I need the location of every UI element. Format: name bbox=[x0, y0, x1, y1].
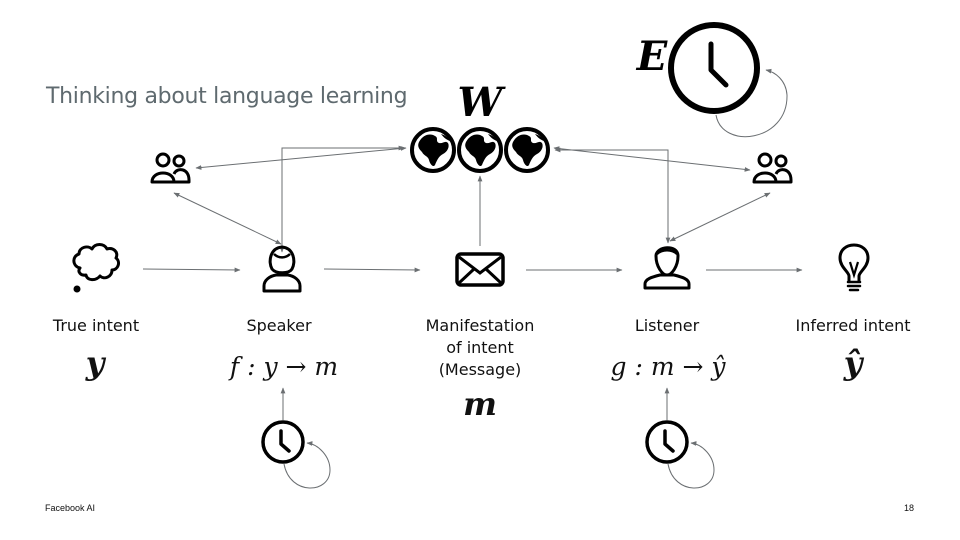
listener-label: Listener bbox=[634, 316, 700, 335]
slide-title: Thinking about language learning bbox=[46, 84, 408, 109]
message-label: Manifestation of intent (Message) bbox=[400, 315, 560, 381]
environment-clock-icon bbox=[668, 22, 760, 114]
speaker-community-icon bbox=[150, 152, 191, 184]
listener-clock-icon bbox=[645, 420, 689, 464]
page-number: 18 bbox=[904, 503, 915, 513]
environment-symbol: E bbox=[636, 33, 668, 80]
listener-self-loop-arrow bbox=[667, 441, 715, 489]
envelope-icon bbox=[455, 252, 505, 287]
globe-icon bbox=[457, 127, 503, 173]
message-label-line: of intent bbox=[446, 338, 514, 357]
speaker-label: Speaker bbox=[246, 316, 312, 335]
speaker-function: f : y → m bbox=[229, 352, 339, 381]
true-intent-label: True intent bbox=[52, 316, 140, 335]
environment-self-loop-arrow bbox=[715, 68, 788, 138]
thought-bubble-icon bbox=[72, 243, 121, 293]
listener-function: g : m → ŷ bbox=[610, 352, 726, 381]
true-intent-math: y bbox=[85, 344, 105, 382]
lightbulb-icon bbox=[838, 243, 870, 292]
message-label-line: Manifestation bbox=[425, 316, 535, 335]
speaker-clock-icon bbox=[261, 420, 305, 464]
globe-icon bbox=[504, 127, 550, 173]
speaker-person-icon bbox=[262, 245, 302, 293]
speaker-self-loop-arrow bbox=[283, 441, 331, 489]
globe-icon bbox=[410, 127, 456, 173]
connector-arrows bbox=[142, 145, 803, 420]
listener-person-icon bbox=[643, 246, 691, 290]
message-label-line: (Message) bbox=[438, 360, 522, 379]
inferred-intent-math: ŷ bbox=[843, 344, 863, 382]
inferred-intent-label: Inferred intent bbox=[795, 316, 911, 335]
listener-community-icon bbox=[752, 152, 793, 184]
message-math: m bbox=[463, 385, 497, 423]
footer-brand: Facebook AI bbox=[45, 503, 96, 513]
world-symbol: W bbox=[458, 79, 507, 126]
